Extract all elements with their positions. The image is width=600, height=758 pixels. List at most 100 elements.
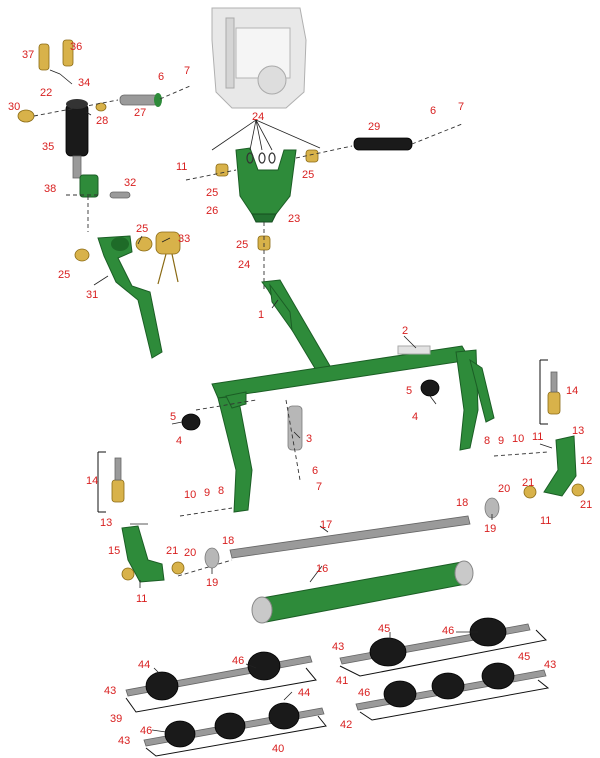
callout-12: 12 (580, 455, 592, 467)
callout-22: 22 (40, 87, 52, 99)
callout-6-a: 6 (158, 71, 164, 83)
callout-25-d: 25 (58, 269, 70, 281)
roller-shaft-17 (229, 515, 471, 559)
callout-35: 35 (42, 141, 54, 153)
callout-7-a: 7 (184, 65, 190, 77)
callout-45-b: 45 (518, 651, 530, 663)
callout-14-a: 14 (566, 385, 578, 397)
callout-25-a: 25 (206, 187, 218, 199)
nut-21-right (523, 485, 537, 499)
callout-34: 34 (78, 77, 90, 89)
callout-38: 38 (44, 183, 56, 195)
callout-10-a: 10 (512, 433, 524, 445)
lift-arm-31 (97, 235, 163, 359)
callout-25-c: 25 (136, 223, 148, 235)
bearing-19-left (204, 547, 220, 569)
callout-1: 1 (258, 309, 264, 321)
callout-10-b: 10 (184, 489, 196, 501)
callout-8-a: 8 (484, 435, 490, 447)
callout-46-b: 46 (358, 687, 370, 699)
callout-11-a: 11 (176, 161, 187, 173)
callout-4-a: 4 (412, 411, 418, 423)
callout-46-c: 46 (232, 655, 244, 667)
callout-17: 17 (320, 519, 332, 531)
pad-5-right (420, 379, 440, 397)
callout-32: 32 (124, 177, 136, 189)
callout-16: 16 (316, 563, 328, 575)
callout-28: 28 (96, 115, 108, 127)
callout-6-b: 6 (430, 105, 436, 117)
callout-25-b: 25 (302, 169, 314, 181)
bushing-25-c (215, 163, 229, 177)
callout-43-b: 43 (544, 659, 556, 671)
callout-27: 27 (134, 107, 146, 119)
roller-40 (143, 702, 325, 748)
yoke-23 (235, 147, 297, 223)
callout-37: 37 (22, 49, 34, 61)
callout-21-b: 21 (580, 499, 592, 511)
callout-5-a: 5 (406, 385, 412, 397)
callout-40: 40 (272, 743, 284, 755)
callout-3: 3 (306, 433, 312, 445)
nut-21-left (171, 561, 185, 575)
callout-13-a: 13 (572, 425, 584, 437)
pin-29 (353, 137, 413, 151)
main-frame-1 (261, 279, 331, 371)
sleeve-3 (287, 405, 303, 451)
callout-43-c: 43 (104, 685, 116, 697)
roller-42 (355, 662, 547, 711)
callout-21-a: 21 (522, 477, 534, 489)
height-bracket-12 (543, 435, 577, 497)
callout-14-b: 14 (86, 475, 98, 487)
callout-44-a: 44 (138, 659, 150, 671)
pad-5-left (181, 413, 201, 431)
callout-4-b: 4 (176, 435, 182, 447)
adjuster-14-right (547, 371, 561, 415)
callout-20-b: 20 (184, 547, 196, 559)
pin-32 (109, 191, 131, 199)
callout-24-b: 24 (238, 259, 250, 271)
callout-43-d: 43 (118, 735, 130, 747)
callout-11-c: 11 (540, 515, 551, 527)
height-bracket-15 (121, 525, 165, 583)
callout-26: 26 (206, 205, 218, 217)
callout-7-b: 7 (458, 101, 464, 113)
mower-frame-silhouette (211, 7, 307, 109)
callout-9-a: 9 (498, 435, 504, 447)
callout-29: 29 (368, 121, 380, 133)
bushing-25-d (305, 149, 319, 163)
callout-15: 15 (108, 545, 120, 557)
callout-7-c: 7 (316, 481, 322, 493)
callout-31: 31 (86, 289, 98, 301)
callout-42: 42 (340, 719, 352, 731)
callout-45-a: 45 (378, 623, 390, 635)
callout-19-b: 19 (206, 577, 218, 589)
roller-16 (251, 560, 474, 624)
callout-20-a: 20 (498, 483, 510, 495)
callout-44-b: 44 (298, 687, 310, 699)
callout-43-a: 43 (332, 641, 344, 653)
nut-28 (95, 102, 107, 112)
spring-37 (38, 39, 74, 71)
callout-23: 23 (288, 213, 300, 225)
crossbar-2 (211, 345, 495, 513)
pin-27 (119, 93, 162, 107)
clevis-38 (79, 174, 99, 198)
roller-39 (125, 651, 313, 701)
callout-18-a: 18 (456, 497, 468, 509)
callout-46-a: 46 (442, 625, 454, 637)
adjuster-14-left (111, 457, 125, 503)
callout-11-b: 11 (532, 431, 543, 443)
callout-18-b: 18 (222, 535, 234, 547)
callout-39: 39 (110, 713, 122, 725)
callout-2: 2 (402, 325, 408, 337)
roller-41 (339, 617, 531, 667)
callouts: 37 36 34 22 30 28 27 6 7 35 24 29 6 7 11… (8, 41, 592, 755)
callout-19-a: 19 (484, 523, 496, 535)
torsion-spring-33 (155, 231, 181, 285)
callout-30: 30 (8, 101, 20, 113)
callout-25-e: 25 (236, 239, 248, 251)
leader-lines (49, 69, 553, 733)
